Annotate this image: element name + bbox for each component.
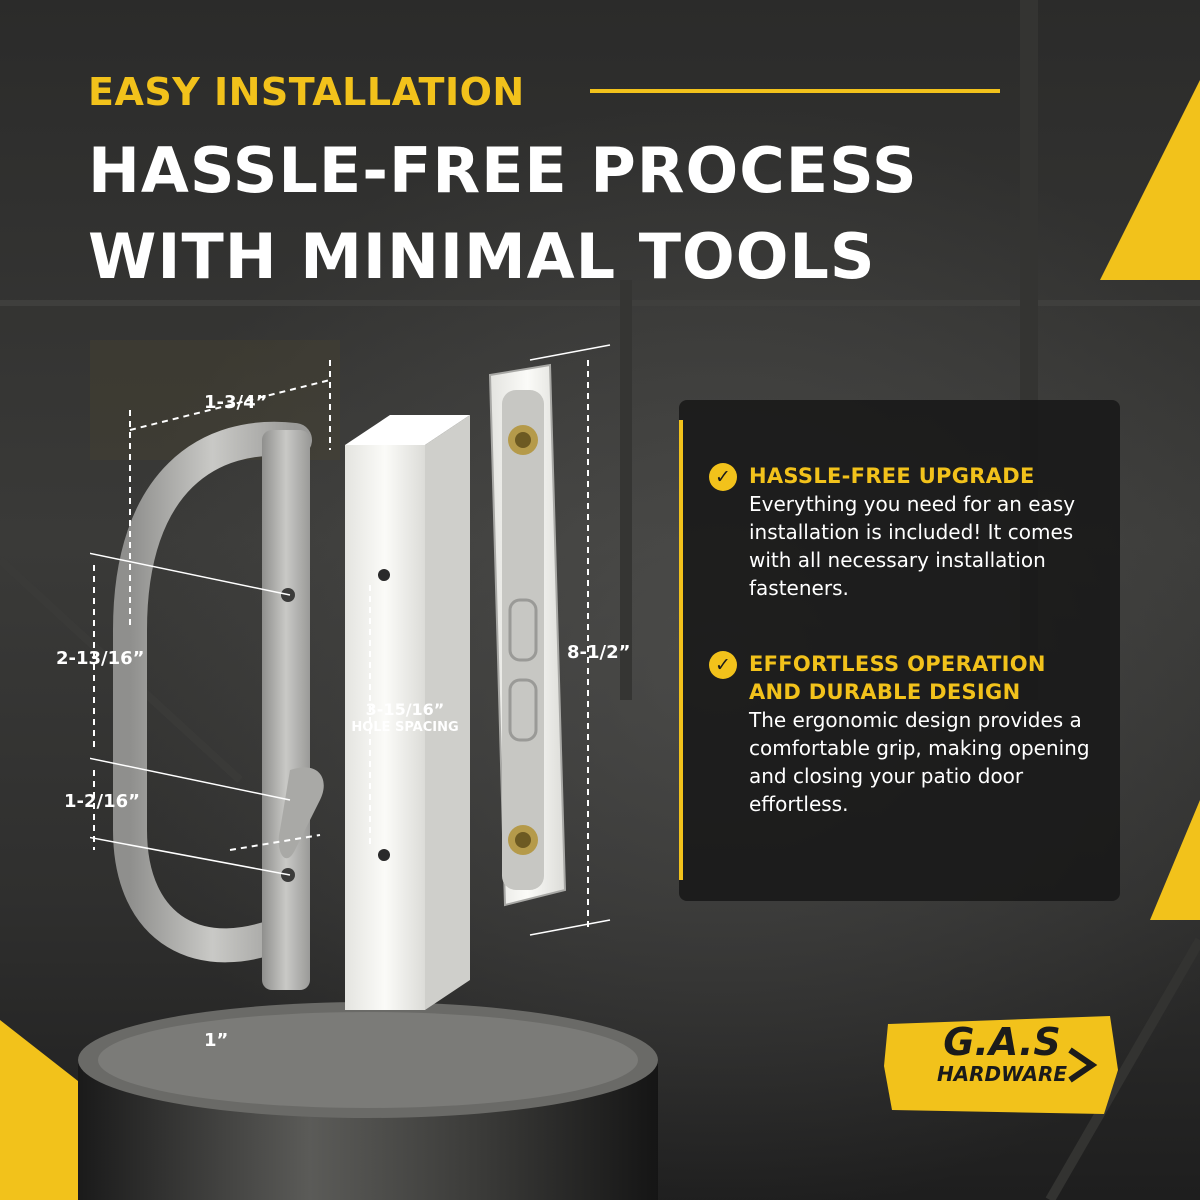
feature-heading: ✓ EFFORTLESS OPERATION AND DURABLE DESIG…: [709, 650, 1109, 706]
feature-description: The ergonomic design provides a comforta…: [749, 708, 1090, 816]
feature-title-line-2: AND DURABLE DESIGN: [749, 680, 1021, 704]
headline-line-1: HASSLE-FREE PROCESS: [88, 134, 918, 207]
handle-lever: [278, 767, 324, 859]
dimension-height: 8-1/2”: [567, 642, 631, 663]
spacer-block: [345, 445, 425, 1010]
feature-item-upgrade: ✓ HASSLE-FREE UPGRADE Everything you nee…: [709, 462, 1109, 602]
logo-main: G.A.S: [943, 1020, 1061, 1064]
spacer-hole-bottom: [378, 849, 390, 861]
spacer-hole-top: [378, 569, 390, 581]
dimension-lever: 1-2/16”: [64, 791, 140, 812]
checkmark-icon: ✓: [709, 651, 737, 679]
feature-description: Everything you need for an easy installa…: [749, 492, 1076, 600]
feature-panel: ✓ HASSLE-FREE UPGRADE Everything you nee…: [679, 400, 1120, 901]
eyebrow-title: EASY INSTALLATION: [88, 70, 525, 114]
headline: HASSLE-FREE PROCESS WITH MINIMAL TOOLS: [88, 128, 1088, 300]
brand-logo: G.A.S HARDWARE: [882, 1010, 1122, 1120]
feature-item-operation: ✓ EFFORTLESS OPERATION AND DURABLE DESIG…: [709, 650, 1109, 818]
feature-title: HASSLE-FREE UPGRADE: [749, 464, 1035, 488]
logo-brush-stroke: [884, 1016, 1118, 1114]
feature-heading: ✓ HASSLE-FREE UPGRADE: [709, 462, 1109, 491]
checkmark-icon: ✓: [709, 463, 737, 491]
logo-sub: HARDWARE: [936, 1062, 1068, 1086]
logo-wordmark: G.A.S HARDWARE: [902, 1022, 1102, 1086]
hole-spacing-label: HOLE SPACING: [351, 720, 459, 735]
eyebrow-rule: [590, 89, 1000, 93]
panel-accent-bar: [679, 420, 683, 880]
handle-plate: [262, 430, 310, 990]
pedestal: [78, 1002, 658, 1200]
dimension-width: 1-3/4”: [204, 392, 268, 413]
door-handle-illustration: [90, 344, 611, 1010]
headline-line-2: WITH MINIMAL TOOLS: [88, 220, 876, 293]
dimension-depth: 1”: [204, 1030, 229, 1051]
hole-spacing-value: 3-15/16”: [365, 700, 445, 719]
accent-triangle-top: [1100, 80, 1200, 280]
dimension-grip: 2-13/16”: [56, 648, 145, 669]
feature-title-line-1: EFFORTLESS OPERATION: [749, 652, 1046, 676]
handle-grip: [113, 421, 312, 963]
dimension-hole-spacing: 3-15/16” HOLE SPACING: [340, 702, 470, 736]
accent-triangle-right: [1150, 800, 1200, 920]
